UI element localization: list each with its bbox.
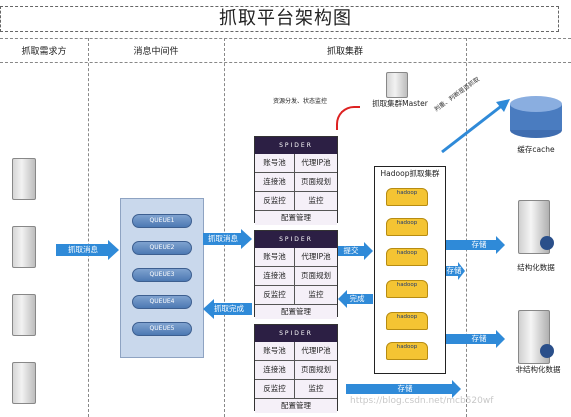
unstructured-data-label: 非结构化数据 [515, 365, 561, 374]
spider-cell-monitor: 监控 [295, 380, 337, 399]
arrow-finish-label: 完成 [349, 294, 365, 303]
diagram-title: 抓取平台架构图 [219, 8, 352, 29]
hadoop-node-5: hadoop [386, 312, 428, 330]
spider-cell-config: 配置管理 [255, 211, 337, 225]
spider-banner: SPIDER [255, 325, 337, 342]
arrow-store-4 [346, 380, 461, 398]
spider-cell-proxy-pool: 代理IP池 [295, 342, 337, 361]
spider-cell-connection-pool: 连接池 [255, 173, 295, 192]
watermark: https://blog.csdn.net/mcb520wf [350, 396, 494, 406]
master-annotation: 资源分发、状态监控 [272, 98, 327, 105]
arrow-fetch [203, 229, 252, 249]
spider-cell-config: 配置管理 [255, 399, 337, 413]
queue-1: QUEUE1 [132, 214, 192, 228]
wireless-signal-icon [336, 106, 360, 130]
hadoop-node-1: hadoop [386, 188, 428, 206]
section-header-requester: 抓取需求方 [21, 47, 67, 57]
spider-cell-page-planning: 页面规划 [295, 173, 337, 192]
arrow-commit-label: 提交 [343, 246, 359, 255]
spider-banner: SPIDER [255, 137, 337, 154]
hadoop-cluster-box: Hadoop抓取集群 [374, 166, 446, 374]
spider-block-1: SPIDER 账号池 代理IP池 连接池 页面规划 反监控 监控 配置管理 [254, 136, 338, 225]
master-label: 抓取集群Master [372, 99, 428, 108]
structured-data-label: 结构化数据 [517, 263, 555, 272]
arrow-cache-check [441, 99, 510, 154]
hadoop-node-2: hadoop [386, 218, 428, 236]
arrow-store-1 [446, 236, 505, 254]
hadoop-title: Hadoop抓取集群 [380, 169, 440, 178]
arrow-store-2-label: 存储 [446, 266, 462, 275]
spider-cell-monitor: 监控 [295, 192, 337, 211]
spider-block-3: SPIDER 账号池 代理IP池 连接池 页面规划 反监控 监控 配置管理 [254, 324, 338, 413]
arrow-submit-label: 抓取消息 [68, 245, 98, 254]
queue-3: QUEUE3 [132, 268, 192, 282]
spider-banner: SPIDER [255, 231, 337, 248]
arrow-fetch-label: 抓取消息 [208, 234, 238, 243]
header-bottom-divider [0, 62, 571, 63]
spider-cell-page-planning: 页面规划 [295, 267, 337, 286]
unstructured-data-disk-icon [540, 344, 554, 358]
title-frame [0, 6, 559, 32]
hadoop-node-6: hadoop [386, 342, 428, 360]
hadoop-node-3: hadoop [386, 248, 428, 266]
structured-data-disk-icon [540, 236, 554, 250]
arrow-finish [338, 290, 373, 308]
queue-4: QUEUE4 [132, 295, 192, 309]
spider-cell-anti-monitor: 反监控 [255, 286, 295, 305]
cache-label: 缓存cache [517, 145, 555, 154]
arrow-store-4-label: 存储 [397, 384, 413, 393]
spider-cell-anti-monitor: 反监控 [255, 380, 295, 399]
spider-cell-monitor: 监控 [295, 286, 337, 305]
arrow-done [203, 299, 252, 319]
requester-server-4 [12, 362, 36, 404]
arrow-store-1-label: 存储 [471, 240, 487, 249]
spider-cell-account-pool: 账号池 [255, 248, 295, 267]
spider-cell-page-planning: 页面规划 [295, 361, 337, 380]
requester-server-3 [12, 294, 36, 336]
spider-cell-config: 配置管理 [255, 305, 337, 319]
arrow-store-3-label: 存储 [471, 334, 487, 343]
spider-cell-connection-pool: 连接池 [255, 267, 295, 286]
queue-2: QUEUE2 [132, 241, 192, 255]
header-divider [0, 38, 571, 39]
section-header-crawler-cluster: 抓取集群 [326, 47, 363, 57]
spider-cell-connection-pool: 连接池 [255, 361, 295, 380]
spider-block-2: SPIDER 账号池 代理IP池 连接池 页面规划 反监控 监控 配置管理 [254, 230, 338, 319]
section-header-middleware: 消息中间件 [133, 47, 179, 57]
requester-server-1 [12, 158, 36, 200]
arrow-store-3 [446, 330, 505, 348]
arrow-submit [56, 240, 119, 260]
spider-cell-account-pool: 账号池 [255, 342, 295, 361]
arrow-commit [338, 242, 373, 260]
arrow-done-label: 抓取完成 [214, 304, 244, 313]
divider-requester-middleware [88, 38, 89, 417]
spider-cell-proxy-pool: 代理IP池 [295, 248, 337, 267]
arrow-store-2 [446, 262, 465, 280]
requester-server-2 [12, 226, 36, 268]
master-server [386, 72, 408, 98]
divider-cluster-storage [466, 38, 467, 417]
spider-cell-anti-monitor: 反监控 [255, 192, 295, 211]
hadoop-node-4: hadoop [386, 280, 428, 298]
spider-cell-proxy-pool: 代理IP池 [295, 154, 337, 173]
spider-cell-account-pool: 账号池 [255, 154, 295, 173]
cache-database-icon [510, 96, 562, 138]
queue-5: QUEUE5 [132, 322, 192, 336]
divider-middleware-cluster [224, 38, 225, 417]
